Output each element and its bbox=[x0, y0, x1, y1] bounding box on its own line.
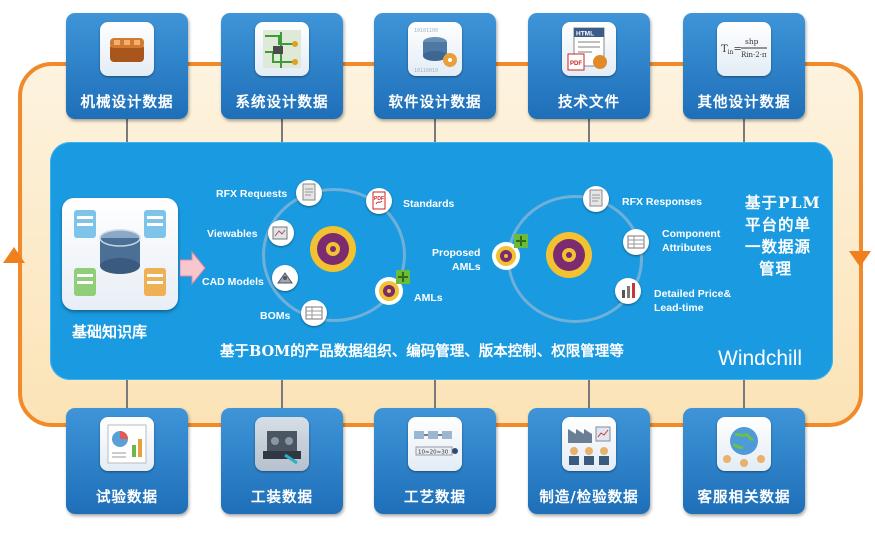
card-label: 技术文件 bbox=[558, 94, 620, 111]
price-leadtime-line-1: Detailed Price& bbox=[654, 288, 732, 300]
svg-text:Tin=: Tin= bbox=[721, 44, 742, 56]
card-other-design[interactable]: Tin= shp Rin·2·π 其他设计数据 bbox=[683, 13, 805, 119]
plm-title: 基于PLM 平台的单 一数据源 管理 bbox=[745, 192, 831, 280]
svg-text:10101100: 10101100 bbox=[414, 28, 438, 34]
card-label: 制造/检验数据 bbox=[539, 489, 639, 506]
card-label: 系统设计数据 bbox=[235, 94, 329, 111]
process-flow-icon: 10≈20≈30 bbox=[408, 417, 462, 471]
formula-denominator: Rin·2·π bbox=[741, 51, 767, 59]
connector-line bbox=[126, 376, 128, 408]
viewables-label: Viewables bbox=[207, 228, 258, 240]
card-label: 试验数据 bbox=[96, 489, 158, 506]
connector-line bbox=[281, 376, 283, 408]
plm-title-line-1: 基于PLM bbox=[745, 193, 821, 212]
process-steps-text: 10≈20≈30 bbox=[418, 450, 449, 456]
knowledge-base-icon[interactable] bbox=[62, 198, 178, 310]
left-cycle-ring bbox=[262, 188, 406, 322]
left-gear-icon bbox=[310, 226, 356, 272]
boms-label: BOMs bbox=[260, 310, 291, 322]
amls-label: AMLs bbox=[414, 292, 443, 304]
formula-lhs: T bbox=[721, 44, 728, 55]
rfx-requests-label: RFX Requests bbox=[216, 188, 288, 200]
chart-report-icon bbox=[100, 417, 154, 471]
svg-text:HTML: HTML bbox=[576, 31, 594, 38]
card-label: 其他设计数据 bbox=[697, 94, 791, 111]
proposed-amls-line-2: AMLs bbox=[452, 261, 481, 273]
plm-title-line-3: 一数据源 bbox=[745, 237, 812, 256]
rfx-requests-icon[interactable] bbox=[296, 180, 322, 206]
card-manufacturing-inspection[interactable]: 制造/检验数据 bbox=[528, 408, 650, 514]
card-process-data[interactable]: 10≈20≈30 工艺数据 bbox=[374, 408, 496, 514]
formula-subscript: in bbox=[728, 49, 734, 56]
knowledge-base-label: 基础知识库 bbox=[72, 323, 148, 341]
formula-numerator: shp bbox=[745, 37, 759, 46]
standards-pdf-icon[interactable]: PDF bbox=[366, 188, 392, 214]
boms-table-icon[interactable] bbox=[301, 300, 327, 326]
mechanical-part-icon bbox=[100, 22, 154, 76]
card-label: 软件设计数据 bbox=[388, 94, 482, 111]
connector-line bbox=[434, 119, 436, 147]
plm-title-line-4: 管理 bbox=[759, 259, 793, 278]
connector-line bbox=[434, 376, 436, 408]
down-arrow-icon bbox=[849, 251, 871, 267]
card-label: 工艺数据 bbox=[404, 489, 466, 506]
formula-icon: Tin= shp Rin·2·π bbox=[717, 22, 771, 76]
svg-text:PDF: PDF bbox=[374, 196, 384, 202]
connector-line bbox=[743, 119, 745, 147]
tooling-machine-icon bbox=[255, 417, 309, 471]
connector-line bbox=[588, 376, 590, 408]
proposed-amls-label: Proposed AMLs bbox=[432, 246, 481, 274]
standards-label: Standards bbox=[403, 198, 455, 210]
html-pdf-document-icon: HTML PDF bbox=[562, 22, 616, 76]
card-customer-service[interactable]: 客服相关数据 bbox=[683, 408, 805, 514]
card-label: 机械设计数据 bbox=[80, 94, 174, 111]
card-label: 工装数据 bbox=[251, 489, 313, 506]
price-leadtime-chart-icon[interactable] bbox=[615, 278, 641, 304]
connector-line bbox=[281, 119, 283, 147]
up-arrow-icon bbox=[3, 247, 25, 263]
circuit-board-icon bbox=[255, 22, 309, 76]
software-disc-icon: 10101100 10110010 bbox=[408, 22, 462, 76]
card-label: 客服相关数据 bbox=[697, 489, 791, 506]
component-attributes-line-1: Component bbox=[662, 228, 721, 240]
price-leadtime-label: Detailed Price& Lead-time bbox=[654, 287, 731, 315]
flow-arrow-icon bbox=[180, 250, 206, 286]
amls-gear-icon[interactable] bbox=[372, 270, 410, 308]
connector-line bbox=[588, 119, 590, 147]
svg-text:PDF: PDF bbox=[570, 61, 582, 67]
svg-text:10110010: 10110010 bbox=[414, 68, 438, 74]
component-attributes-line-2: Attributes bbox=[662, 242, 712, 254]
globe-customers-icon bbox=[717, 417, 771, 471]
component-attributes-icon[interactable] bbox=[623, 229, 649, 255]
card-system-design[interactable]: 系统设计数据 bbox=[221, 13, 343, 119]
cad-models-icon[interactable] bbox=[272, 265, 298, 291]
factory-people-icon bbox=[562, 417, 616, 471]
card-mechanical-design[interactable]: 机械设计数据 bbox=[66, 13, 188, 119]
card-technical-docs[interactable]: HTML PDF 技术文件 bbox=[528, 13, 650, 119]
connector-line bbox=[743, 376, 745, 408]
proposed-amls-line-1: Proposed bbox=[432, 247, 481, 259]
card-software-design[interactable]: 10101100 10110010 软件设计数据 bbox=[374, 13, 496, 119]
proposed-amls-gear-icon[interactable] bbox=[490, 234, 530, 272]
windchill-logo: Windchill bbox=[718, 347, 803, 370]
bom-caption: 基于BOM的产品数据组织、编码管理、版本控制、权限管理等 bbox=[220, 343, 624, 360]
right-gear-icon bbox=[546, 232, 592, 278]
rfx-responses-icon[interactable] bbox=[583, 186, 609, 212]
viewables-icon[interactable] bbox=[268, 220, 294, 246]
rfx-responses-label: RFX Responses bbox=[622, 196, 702, 208]
card-test-data[interactable]: 试验数据 bbox=[66, 408, 188, 514]
connector-line bbox=[126, 119, 128, 147]
plm-title-line-2: 平台的单 bbox=[745, 215, 812, 234]
cad-models-label: CAD Models bbox=[202, 276, 264, 288]
price-leadtime-line-2: Lead-time bbox=[654, 302, 704, 314]
card-tooling-data[interactable]: 工装数据 bbox=[221, 408, 343, 514]
component-attributes-label: Component Attributes bbox=[662, 227, 720, 255]
